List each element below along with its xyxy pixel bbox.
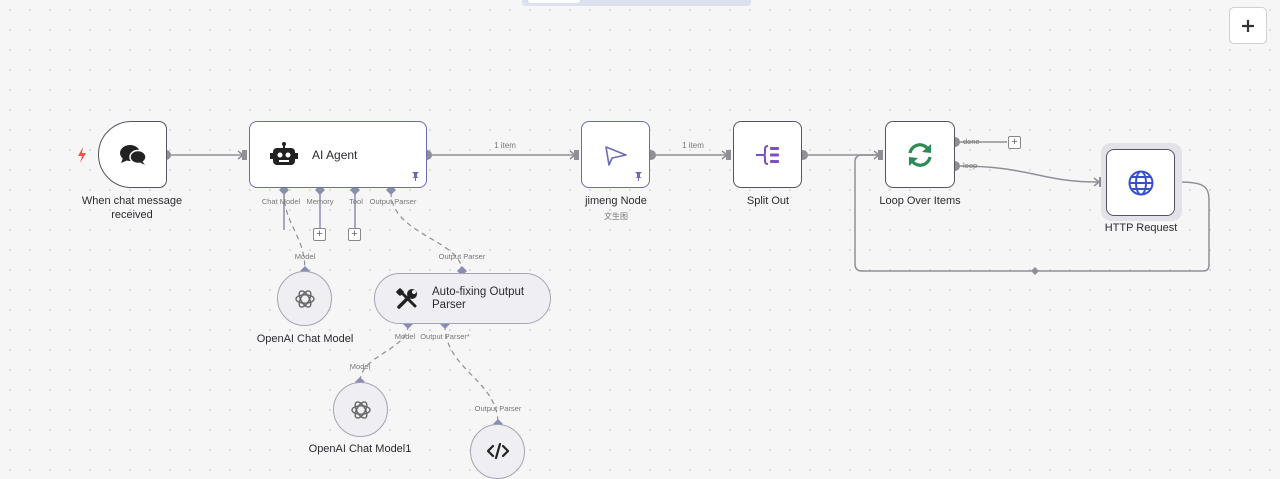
ai-agent-node[interactable]: AI Agent [249,121,427,188]
add-node-button[interactable] [1229,7,1267,44]
paper-plane-icon [604,145,627,166]
pin-icon [412,172,419,181]
pin-icon [635,172,642,181]
model-port-label: Model [294,252,316,261]
top-toolbar [522,0,751,6]
auto-fixing-parser-title: Auto-fixing Output Parser [432,285,525,311]
ai-agent-title: AI Agent [312,147,358,162]
toolbar-tab[interactable] [528,0,580,3]
loop-output-done: done [963,137,980,146]
wire-code-parser [444,324,499,425]
wire-parser-agent [390,191,463,272]
model1-port-label: Model [349,362,371,371]
parser-port-output-parser: Output Parser* [420,332,470,341]
auto-fixing-output-parser-node[interactable]: Auto-fixing Output Parser [374,273,551,324]
tools-icon [396,287,417,309]
plus-icon [1242,19,1254,32]
loop-over-items-node[interactable] [885,121,955,188]
jimeng-node[interactable] [581,121,650,188]
wire-model-agent [283,191,306,272]
agent-port-tool: Tool [349,197,363,206]
loop-label: Loop Over Items [879,195,961,207]
code-parser-port-label: Output Parser [474,404,522,413]
jimeng-sublabel: 文生图 [604,212,628,221]
add-tool-button[interactable]: + [348,228,361,241]
chat-trigger-node[interactable] [98,121,167,188]
loop-output-loop: loop [963,161,978,170]
openai-chat-model1-node[interactable] [333,382,388,437]
agent-port-output-parser: Output Parser [369,197,417,206]
split-out-node[interactable] [733,121,802,188]
wire-loop-back [854,154,1210,272]
split-out-label: Split Out [746,195,790,207]
code-icon [486,443,509,459]
loop-arrows-icon [908,142,932,167]
connections-layer [161,137,1210,429]
connection-item-count: 1 item [494,141,516,150]
wire-model1-parser [359,324,409,383]
openai-chat-model1-label: OpenAI Chat Model1 [308,443,412,455]
parser-port-model: Model [394,332,416,341]
wire-loop-http [957,165,1099,183]
openai-chat-model-node[interactable] [277,271,332,326]
add-memory-button[interactable]: + [313,228,326,241]
agent-port-chat-model: Chat Model [261,197,301,206]
parser-port-label: Output Parser [438,252,486,261]
lightning-icon [78,147,86,163]
add-done-node-button[interactable]: + [1008,136,1021,149]
code-output-parser-node[interactable] [470,424,525,479]
http-request-node[interactable] [1106,149,1175,216]
robot-icon [270,141,298,165]
openai-icon [294,289,315,308]
chat-bubbles-icon [119,144,147,165]
openai-chat-model-label: OpenAI Chat Model [256,333,354,345]
split-icon [755,144,779,165]
connection-item-count: 1 item [682,141,704,150]
agent-port-memory: Memory [306,197,334,206]
jimeng-label: jimeng Node [585,195,647,207]
openai-icon [350,400,371,419]
chat-trigger-label: When chat message received [81,195,183,221]
http-request-label: HTTP Request [1104,222,1178,234]
globe-icon [1128,170,1153,195]
